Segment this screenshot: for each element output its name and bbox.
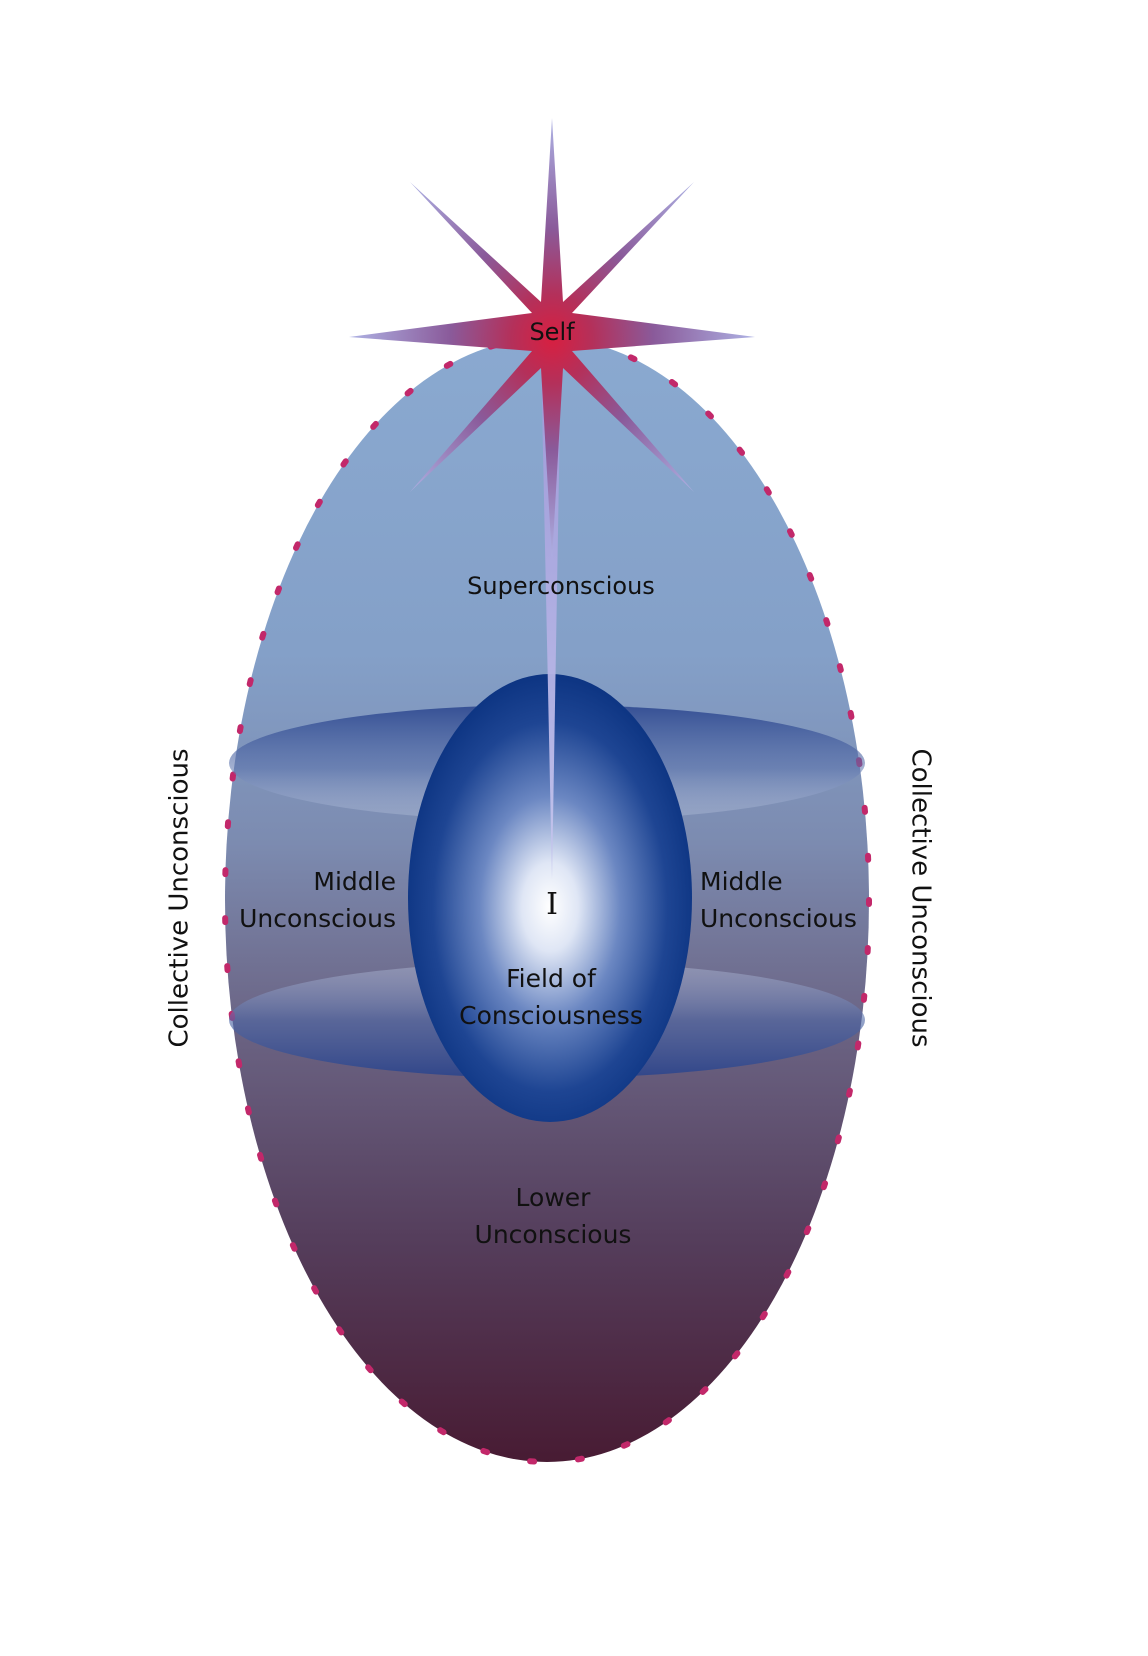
lower-unconscious-line1: Lower — [516, 1183, 592, 1212]
middle-unconscious-left-line2: Unconscious — [239, 904, 396, 933]
collective-unconscious-left-label: Collective Unconscious — [165, 748, 195, 1047]
i-label: I — [546, 887, 558, 922]
middle-unconscious-right-line1: Middle — [700, 867, 783, 896]
superconscious-label: Superconscious — [467, 572, 655, 600]
egg-boundary-dotted — [222, 335, 872, 1465]
lower-unconscious-line2: Unconscious — [475, 1220, 632, 1249]
field-of-consciousness-line1: Field of — [506, 964, 597, 993]
self-label: Self — [529, 318, 575, 346]
middle-unconscious-right-line2: Unconscious — [700, 904, 857, 933]
collective-unconscious-right-label: Collective Unconscious — [906, 748, 936, 1047]
field-of-consciousness-oval — [408, 674, 692, 1122]
middle-unconscious-left-line1: Middle — [313, 867, 396, 896]
field-of-consciousness-line2: Consciousness — [459, 1001, 643, 1030]
self-star — [349, 118, 755, 560]
